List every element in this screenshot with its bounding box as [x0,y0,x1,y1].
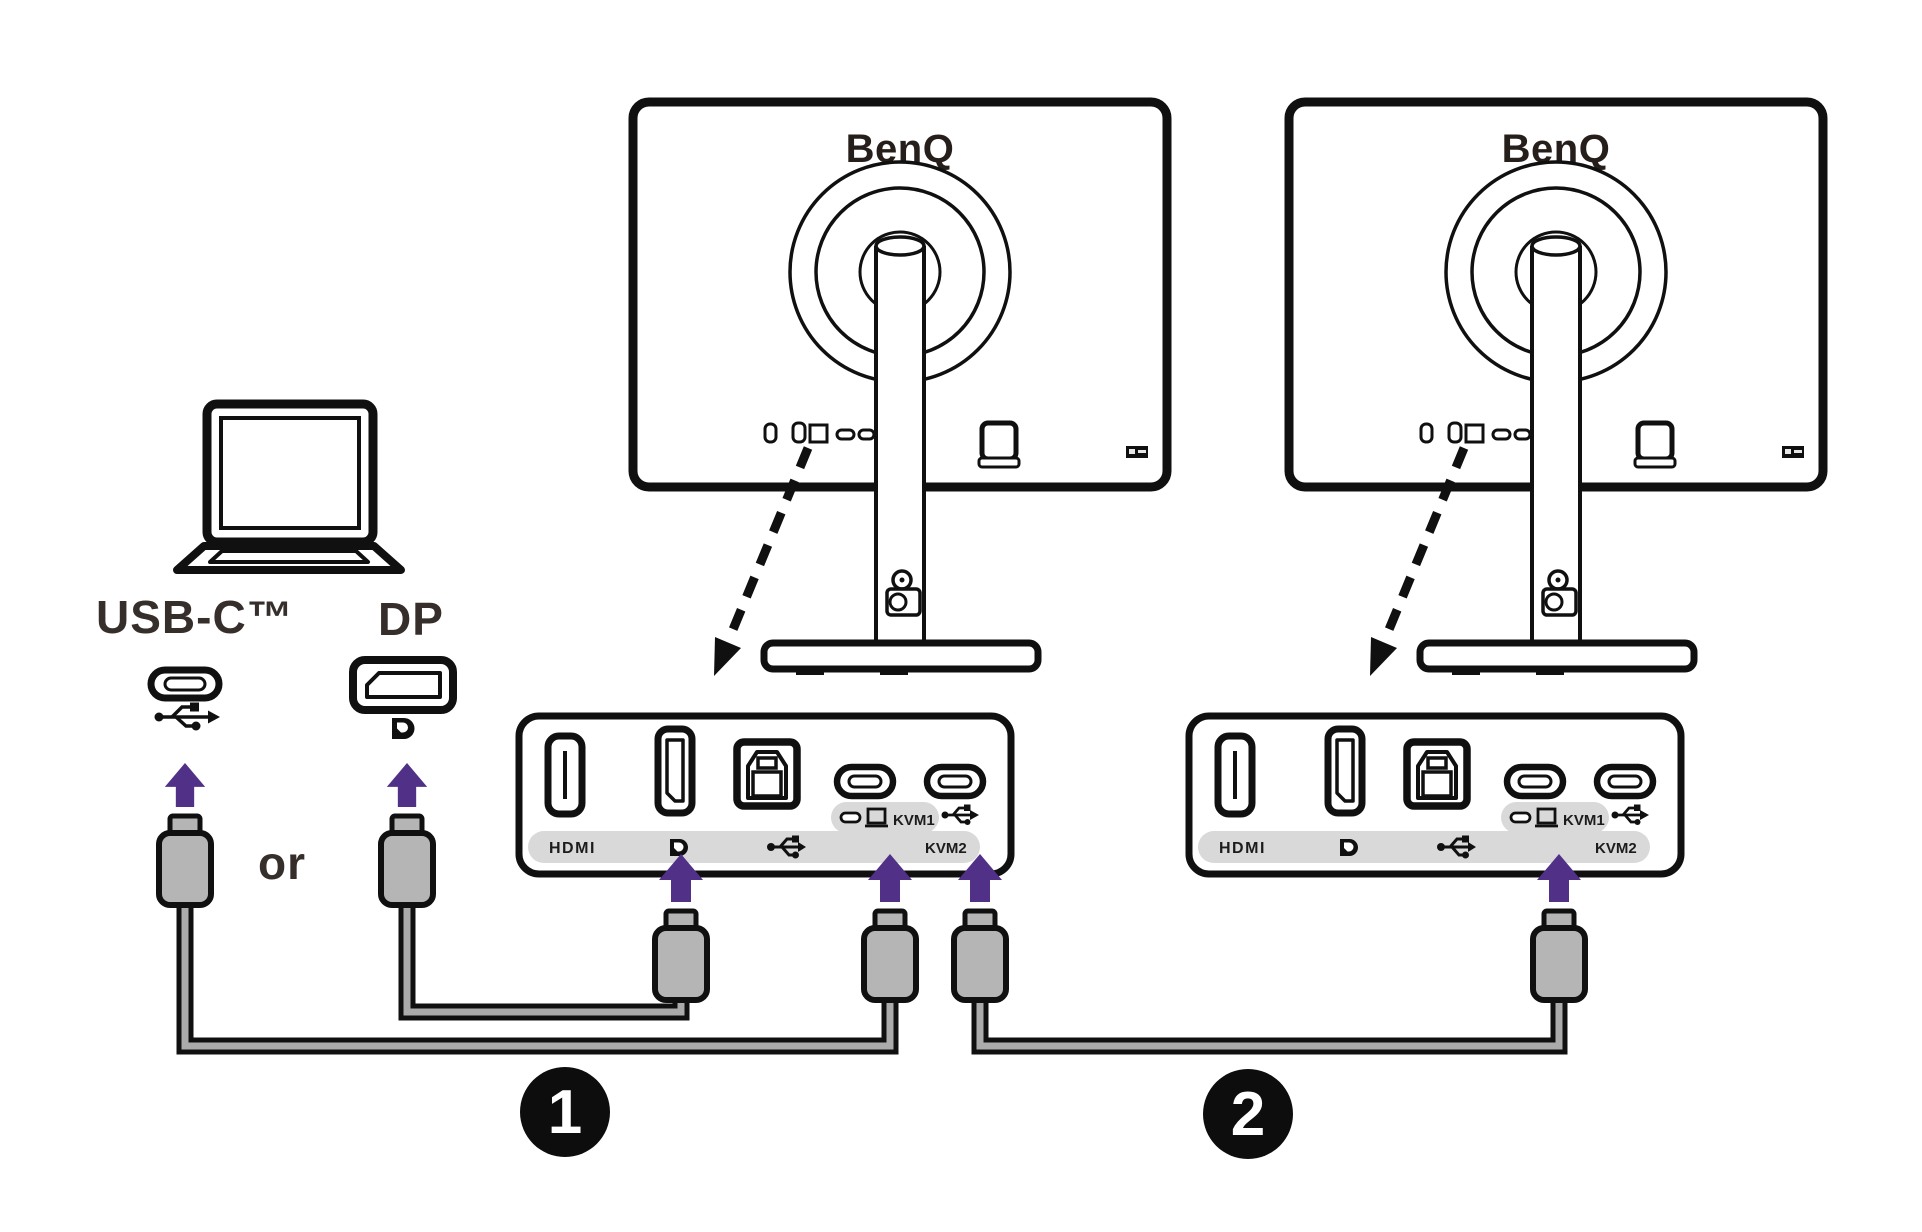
usb-icon [154,702,220,731]
kvm1-badge: KVM1 [831,802,939,833]
dp-port-icon [654,725,696,817]
usb-c-plug [156,813,214,908]
step-1-badge: 1 [520,1067,610,1157]
dashed-arrow-icon [1370,446,1469,676]
label-strip: HDMI KVM2 [528,831,980,863]
usb-c-port-kvm-icon [1503,763,1567,800]
kvm2-label: KVM2 [925,840,967,857]
port-panel-1: KVM1 HDMI [515,712,1015,878]
monitor-link-cable [971,985,1568,1055]
laptop-icon [173,399,405,574]
hdmi-label: HDMI [549,840,596,857]
usb-icon [941,804,979,825]
up-arrow-icon [868,854,912,902]
dp-plug-icon [349,656,457,739]
up-arrow-icon [386,763,428,807]
usb-icon [1611,804,1649,825]
usb-c-cable [176,880,899,1055]
regulatory-sticker [1126,446,1148,458]
cable-clip-icon [885,569,922,617]
usb-c-plug-to-monitor1 [861,908,919,1003]
kvm2-label: KVM2 [1595,840,1637,857]
hdmi-port-icon [544,732,586,818]
displayport-logo-icon [670,839,688,856]
kvm-computer-icon [1535,807,1558,828]
dp-plug [378,813,436,908]
hdmi-label: HDMI [1219,840,1266,857]
kvm1-badge: KVM1 [1501,802,1609,833]
kvm1-label: KVM1 [893,812,935,829]
usb-c-plug-icon [147,666,223,731]
dp-port-icon [1324,725,1366,817]
kvm-computer-icon [865,807,888,828]
kvm1-label: KVM1 [1563,812,1605,829]
usb-c-mini-icon [839,811,862,824]
up-arrow-icon [164,763,206,807]
usb-c-port-icon [1593,763,1657,800]
rear-ports-row [763,421,876,444]
monitor-1: BenQ [628,97,1172,676]
rear-clip-square [977,420,1021,469]
benq-logo: BenQ [1502,127,1611,171]
rear-clip-square [1633,420,1677,469]
stand-column [1530,235,1582,649]
stand-base [1416,639,1698,675]
monitor-2: BenQ [1284,97,1828,676]
stand-column [874,235,926,649]
up-arrow-icon [1537,854,1581,902]
usb-c-port-kvm-icon [833,763,897,800]
usb-c-port-icon [923,763,987,800]
hdmi-port-icon [1214,732,1256,818]
usb-c-cable-label: USB-C™ [96,591,294,643]
link-plug-monitor2 [1530,908,1588,1003]
dp-plug-to-monitor1 [652,908,710,1003]
dp-cable-label: DP [378,593,444,645]
displayport-logo-icon [1340,839,1358,856]
benq-logo: BenQ [846,127,955,171]
dashed-arrow-icon [714,446,813,676]
cable-clip-icon [1541,569,1578,617]
up-arrow-icon [659,854,703,902]
stand-base [760,639,1042,675]
usb-icon [1437,835,1476,859]
usb-c-mini-icon [1509,811,1532,824]
usb-b-port-icon [733,738,801,810]
up-arrow-icon [958,854,1002,902]
displayport-logo-icon [392,718,415,739]
step-2-badge: 2 [1203,1069,1293,1159]
usb-b-port-icon [1403,738,1471,810]
link-plug-monitor1 [951,908,1009,1003]
rear-ports-row [1419,421,1532,444]
usb-icon [767,835,806,859]
dp-cable [398,880,690,1021]
regulatory-sticker [1782,446,1804,458]
or-label: or [258,837,306,889]
port-panel-2: KVM1 HDMI [1185,712,1685,878]
label-strip: HDMI KVM2 [1198,831,1650,863]
